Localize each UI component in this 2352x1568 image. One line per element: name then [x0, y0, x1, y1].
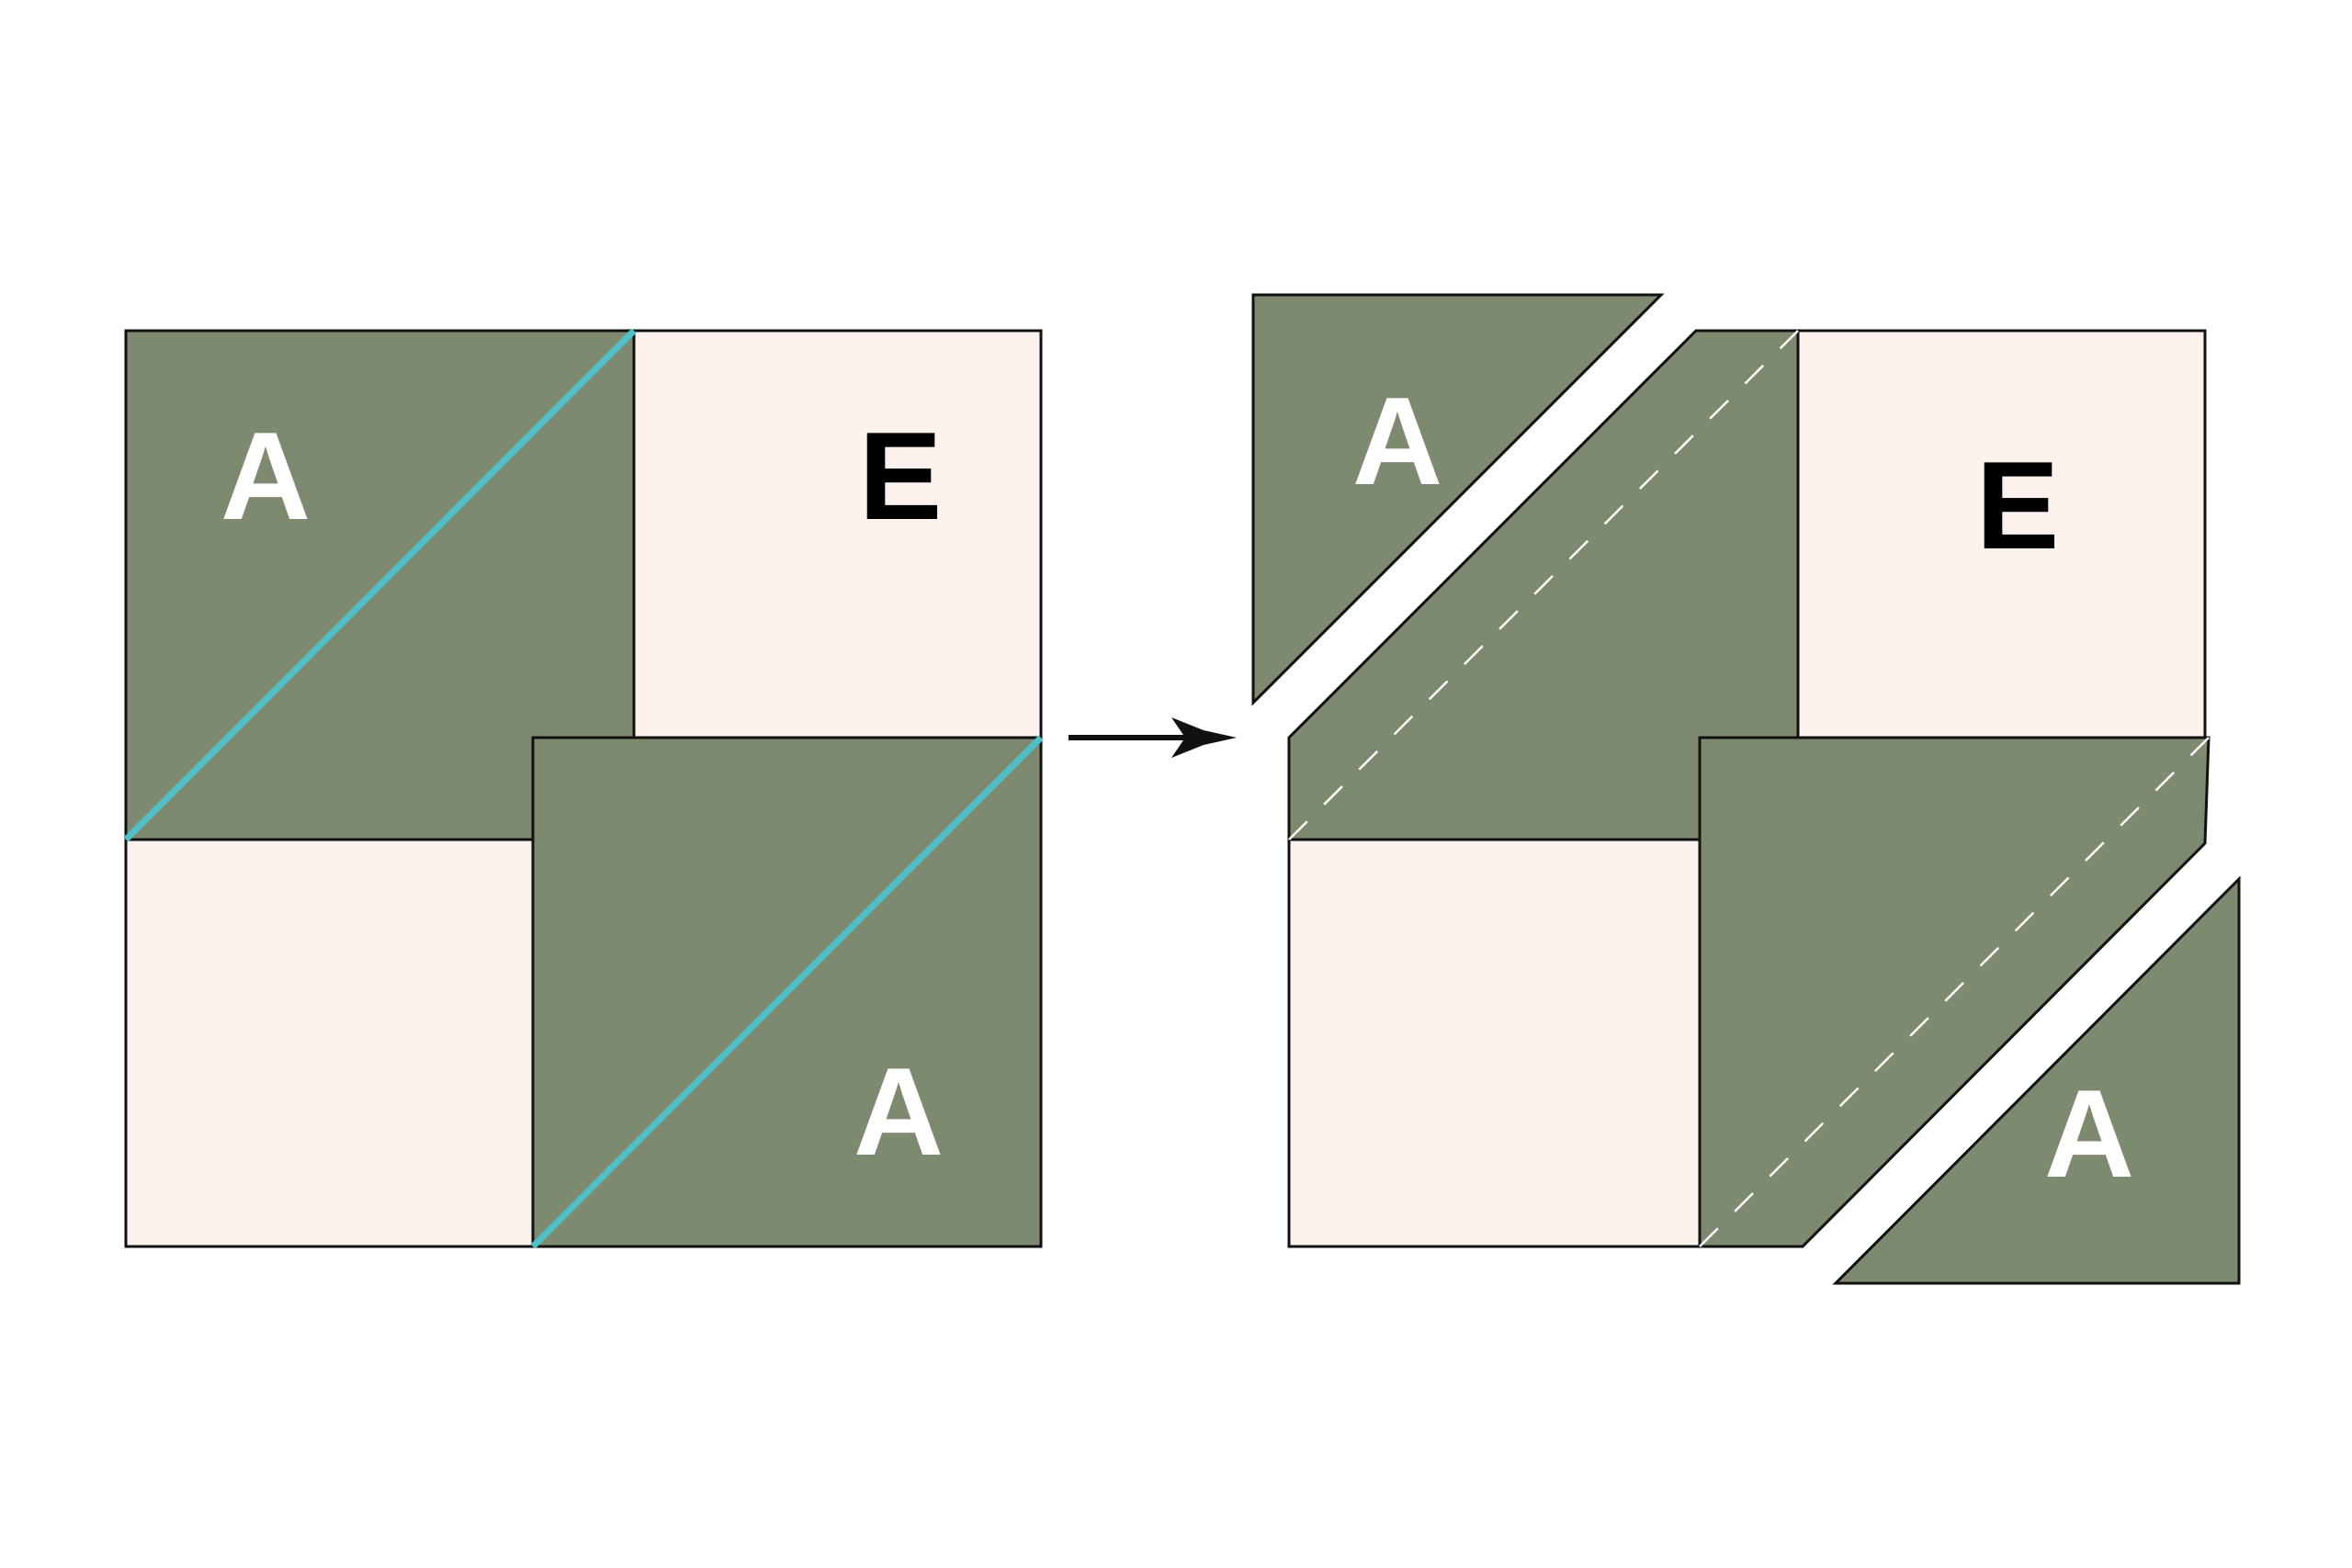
label-trimmed-corner-bottom: A	[2044, 1064, 2134, 1203]
cut-line-top	[123, 328, 637, 842]
top-right-cream-square	[632, 329, 1043, 739]
trimmed-corner-bottom	[1832, 875, 2241, 1285]
cut-line-bottom	[530, 735, 1044, 1249]
label-trimmed-corner-top: A	[1352, 371, 1442, 511]
trimmed-corner-top	[1251, 293, 1665, 706]
after-block: A E A	[1251, 293, 2241, 1285]
arrow-right-icon	[1069, 717, 1237, 758]
after-bottom-left-cream-square	[1287, 838, 1702, 1248]
seam-line-bottom	[1699, 737, 2210, 1247]
before-block: A E A	[123, 328, 1044, 1249]
arrow-head	[1171, 717, 1237, 758]
label-top-left: A	[220, 406, 311, 546]
label-bottom-right: A	[854, 1042, 944, 1181]
label-after-top-right: E	[1976, 435, 2060, 575]
seam-line-top	[1288, 330, 1799, 840]
label-top-right: E	[859, 406, 943, 546]
after-top-right-cream-square	[1796, 329, 2207, 739]
bottom-left-cream-square	[124, 838, 535, 1248]
